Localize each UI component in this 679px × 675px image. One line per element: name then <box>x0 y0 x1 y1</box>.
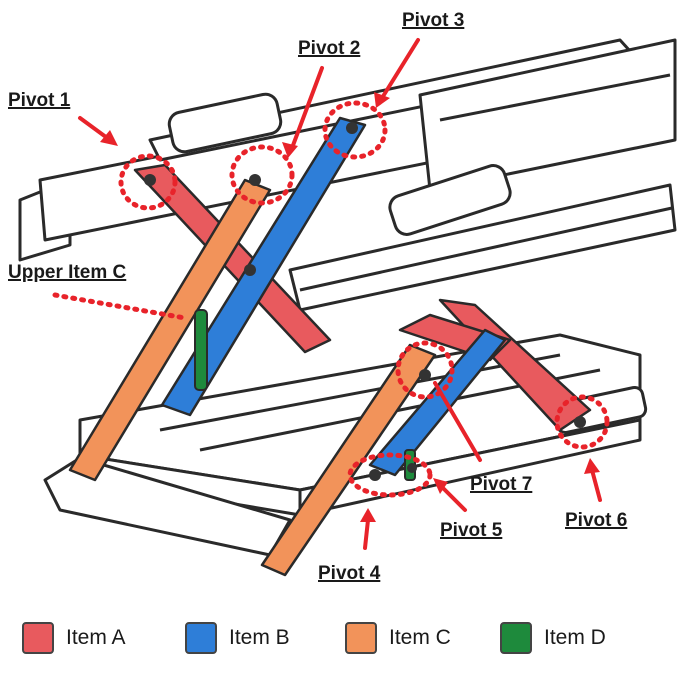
legend-label-item-c: Item C <box>389 626 451 649</box>
pivot-5-label: Pivot 5 <box>440 520 503 541</box>
pivot-pin <box>244 264 256 276</box>
pivot-3-label: Pivot 3 <box>402 10 465 31</box>
upper-rail-line <box>439 73 671 122</box>
pivot-6-label: Pivot 6 <box>565 510 628 531</box>
item-c-arm-lower <box>260 343 437 577</box>
pivot-6-arrow <box>590 468 602 502</box>
pivot-pin <box>407 463 417 473</box>
pivot-markers <box>52 100 610 498</box>
item-b-arms <box>160 116 507 477</box>
upper-item-c-marker <box>52 292 188 321</box>
pivot-pin <box>346 122 358 134</box>
pivot-2-arrow <box>290 66 324 150</box>
pivot-1-label: Pivot 1 <box>8 90 71 111</box>
pivot-pin <box>369 469 381 481</box>
pivot-5-arrowhead <box>433 478 448 494</box>
pivot-2-arrowhead <box>282 142 298 158</box>
upper-right-frame <box>418 38 677 192</box>
pivot-pin <box>574 416 586 428</box>
legend: Item A Item B Item C Item D <box>0 614 679 664</box>
pivot-3-marker <box>322 100 388 160</box>
cross-rail-line <box>299 206 673 292</box>
legend-swatch-item-c <box>345 622 377 654</box>
pivot-2-marker <box>229 144 295 206</box>
upper-cylinder-right <box>388 164 512 236</box>
item-c-arms <box>68 178 437 577</box>
upper-cylinder-left <box>167 92 283 154</box>
upper-item-c-label: Upper Item C <box>8 262 127 283</box>
pivot-4-arrowhead <box>360 508 376 522</box>
pivot-4-label: Pivot 4 <box>318 563 381 584</box>
item-b-arm-lower <box>368 328 507 477</box>
pivot-3-arrow <box>380 38 420 100</box>
legend-label-item-d: Item D <box>544 626 606 649</box>
pivot-1-marker <box>118 153 178 211</box>
legend-item-d: Item D <box>500 620 606 656</box>
pivot-pin <box>144 174 156 186</box>
pivot-7-label: Pivot 7 <box>470 474 533 495</box>
item-c-arm-upper <box>68 178 272 482</box>
pointer-arrows <box>78 38 602 550</box>
legend-swatch-item-d <box>500 622 532 654</box>
legend-item-a: Item A <box>22 620 126 656</box>
pivot-3-arrowhead <box>374 92 390 108</box>
legend-item-c: Item C <box>345 620 451 656</box>
pivot-1-arrowhead <box>100 130 118 146</box>
legend-label-item-b: Item B <box>229 626 290 649</box>
pivot-2-label: Pivot 2 <box>298 38 361 59</box>
legend-item-b: Item B <box>185 620 290 656</box>
item-d-rod <box>194 309 208 391</box>
pivot-4-5-marker <box>347 452 433 498</box>
lower-base-inner-line <box>159 353 561 432</box>
legend-label-item-a: Item A <box>66 626 126 649</box>
upper-cross-rail <box>288 183 677 312</box>
pivot-pin <box>249 174 261 186</box>
lower-frame <box>43 333 648 557</box>
pivot-pins <box>144 122 586 481</box>
legend-swatch-item-b <box>185 622 217 654</box>
legend-swatch-item-a <box>22 622 54 654</box>
pivot-pin <box>419 369 431 381</box>
pivot-6-arrowhead <box>584 458 600 474</box>
pivot-5-arrow <box>438 483 467 512</box>
pivot-6-marker <box>554 394 610 450</box>
pivot-4-arrow <box>363 518 370 550</box>
item-b-arm-upper <box>160 116 367 417</box>
pivot-7-marker <box>395 340 455 400</box>
pivot-7-arrow <box>433 381 482 462</box>
item-d-link <box>194 309 416 481</box>
